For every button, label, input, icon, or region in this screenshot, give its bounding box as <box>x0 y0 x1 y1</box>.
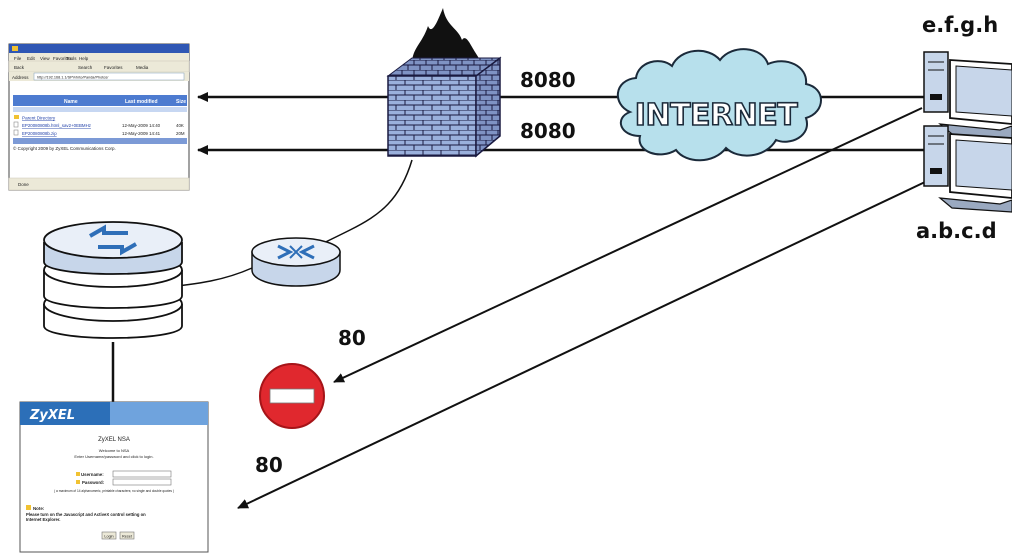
arrow-blocked-80 <box>333 107 923 383</box>
computer-icon <box>923 125 1012 213</box>
port-label-allowed: 80 <box>255 453 283 477</box>
router-icon <box>251 237 341 287</box>
port-label-blocked: 80 <box>338 326 366 350</box>
password-label: Password: <box>82 480 105 485</box>
arrow-allowed-80 <box>237 181 926 509</box>
welcome-text: Welcome to NSA <box>99 448 130 453</box>
menu-item-favorites[interactable]: Favorites <box>53 56 72 61</box>
credential-hint: ( a maximum of 14 alphanumeric, printabl… <box>54 489 174 493</box>
toolbar-back[interactable]: Back <box>14 65 25 70</box>
cable-firewall-router <box>307 159 413 251</box>
file1-date: 12-May-2009 14:40 <box>122 123 161 128</box>
toolbar-favorites[interactable]: Favorites <box>104 65 123 70</box>
status-bar-text: Done <box>18 182 29 187</box>
zyxel-logo: ZyXEL <box>29 408 75 423</box>
port-label-bottom: 8080 <box>520 119 576 143</box>
address-bar[interactable]: http://192.168.1.1/SPV/into/Panda/Photos… <box>37 76 109 80</box>
col-modified[interactable]: Last modified <box>125 99 158 105</box>
note-line-2: Internet Explorer. <box>26 517 60 522</box>
file2-size: 20M <box>176 131 185 136</box>
login-button[interactable] <box>101 531 117 540</box>
menu-item-help[interactable]: Help <box>79 56 89 61</box>
reset-button[interactable] <box>119 531 135 540</box>
nsa-server-icon <box>43 221 183 339</box>
username-label: Username: <box>81 472 104 477</box>
file2-date: 12-May-2009 14:41 <box>122 131 161 136</box>
no-entry-icon <box>259 363 325 429</box>
menu-item-edit[interactable]: Edit <box>27 56 36 61</box>
col-name[interactable]: Name <box>64 99 78 105</box>
browser-toolbar: Back Search Favorites Media <box>14 65 149 70</box>
host-label-bottom: a.b.c.d <box>916 219 997 243</box>
menu-item-view[interactable]: View <box>40 56 50 61</box>
file1-link[interactable]: EP20080808b.html_sav2+0EBMHz <box>22 123 91 128</box>
file1-size: 40K <box>176 123 184 128</box>
username-input[interactable] <box>112 470 172 478</box>
menu-item-tools[interactable]: Tools <box>66 56 77 61</box>
password-input[interactable] <box>112 478 172 486</box>
login-page: ZyXEL ZyXEL NSA Welcome to NSA Enter Use… <box>19 401 209 553</box>
address-label: Address <box>12 75 29 80</box>
port-label-top: 8080 <box>520 68 576 92</box>
menu-item-file[interactable]: File <box>14 56 22 61</box>
toolbar-search[interactable]: Search <box>78 65 93 70</box>
instructions-text: Enter Username/password and click to log… <box>74 454 153 459</box>
toolbar-media[interactable]: Media <box>136 65 149 70</box>
copyright-footer: © Copyright 2009 by ZyXEL Communications… <box>13 145 116 151</box>
reset-button-label[interactable]: Reset <box>122 535 133 539</box>
login-title: ZyXEL NSA <box>98 437 130 443</box>
host-label-top: e.f.g.h <box>922 13 998 37</box>
col-size[interactable]: Size <box>176 99 186 105</box>
cloud-label: INTERNET <box>635 98 798 133</box>
login-button-label[interactable]: Login <box>104 535 113 539</box>
note-line-1: Please turn on the Javascript and Active… <box>26 512 146 517</box>
cloud-icon: INTERNET <box>616 48 822 162</box>
note-label: Note: <box>33 506 45 511</box>
file2-link[interactable]: EP20080808b.zip <box>22 131 57 136</box>
parent-directory-link[interactable]: Parent Directory <box>22 116 56 121</box>
firewall-icon <box>386 8 502 158</box>
